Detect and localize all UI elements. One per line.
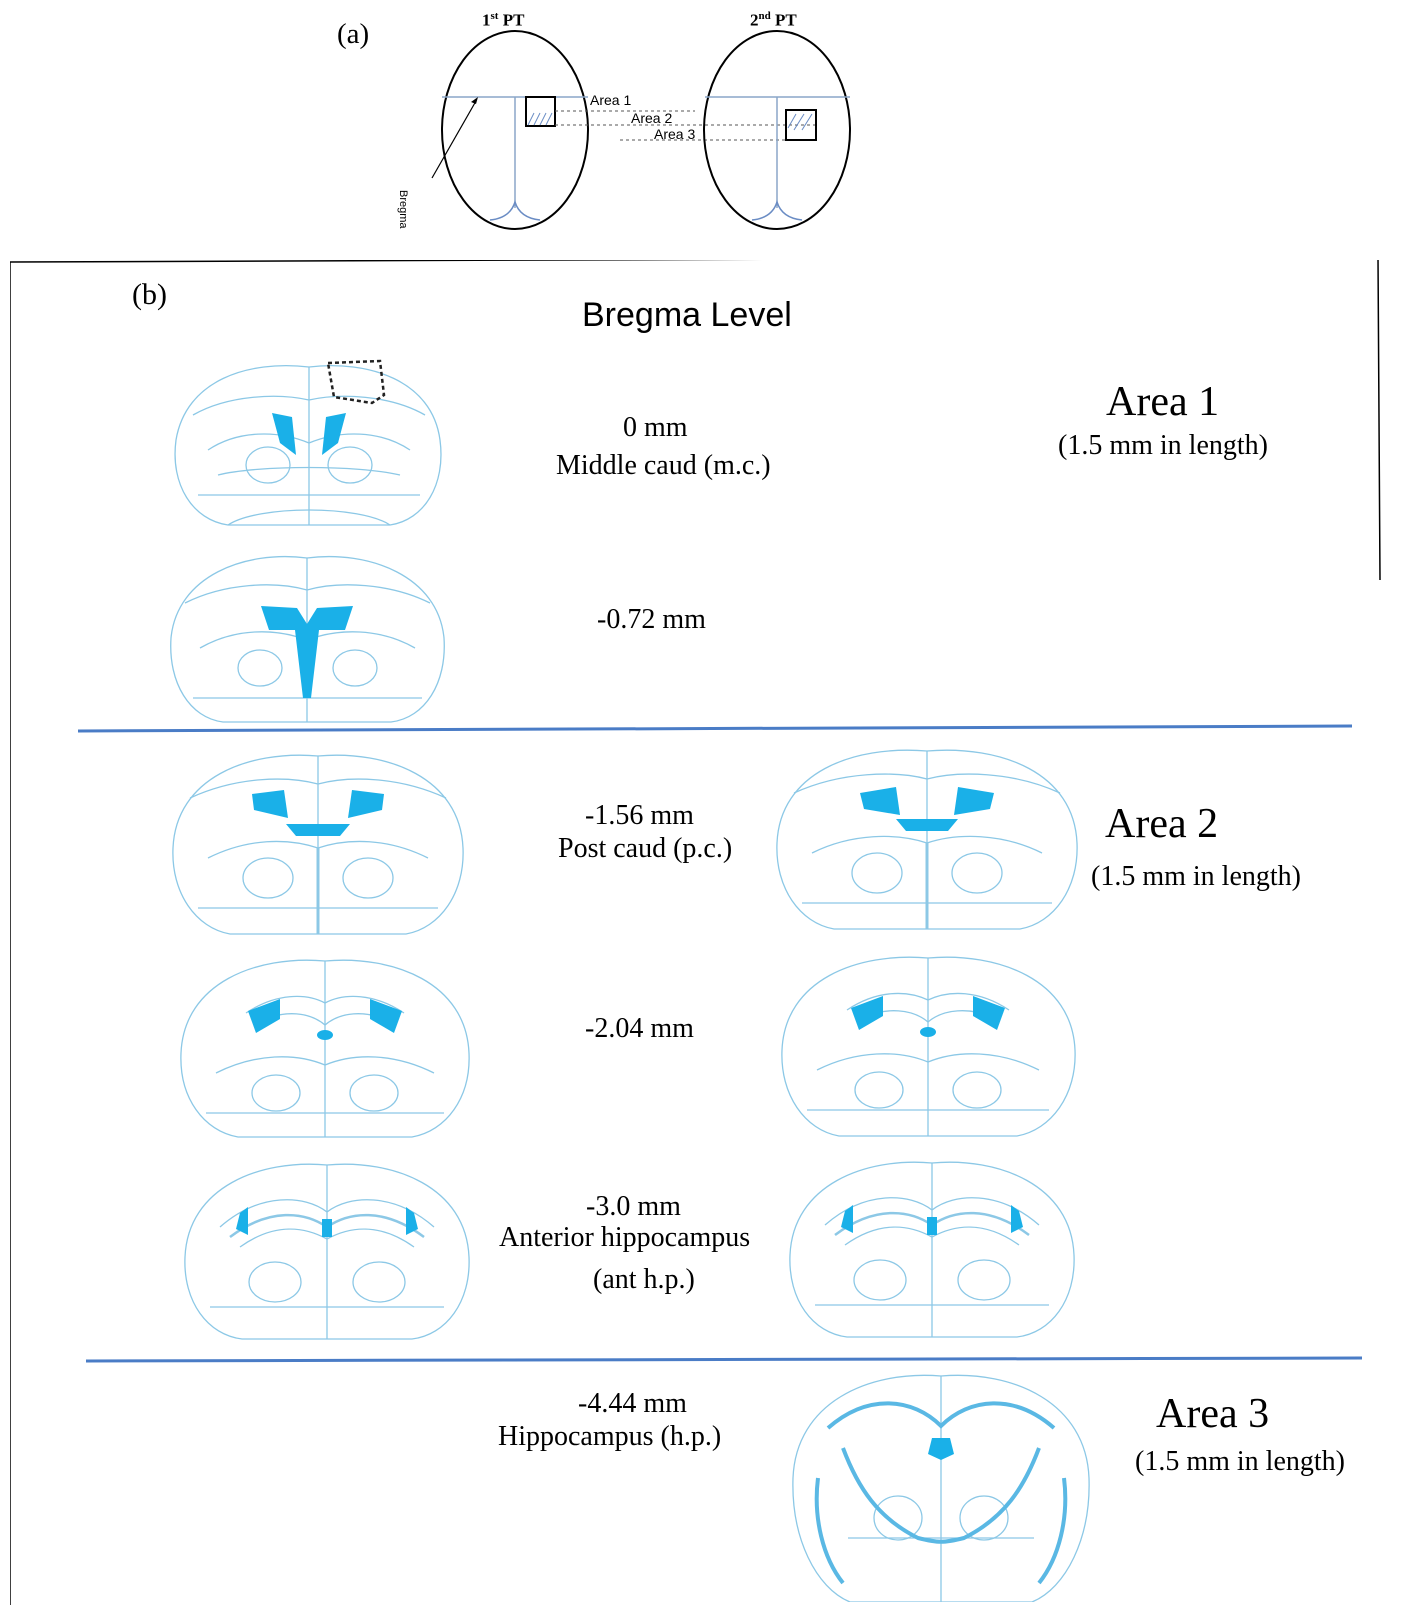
ventricle-mid-444mm — [928, 1438, 954, 1460]
divider-area1-area2 — [78, 726, 1352, 731]
brain-section-neg1-56mm-left — [168, 748, 468, 940]
brain-section-neg2-04mm-left — [176, 953, 474, 1143]
ventricle-right-204mm-r — [973, 996, 1005, 1030]
ventricle-right-156mm — [348, 790, 384, 818]
brain-section-neg3-0mm-left — [180, 1157, 474, 1345]
ventricle-mid-204mm — [317, 1030, 333, 1040]
ventricle-left-156mm — [252, 790, 288, 818]
brain-section-neg2-04mm-right — [777, 950, 1080, 1142]
brain-section-0mm — [168, 355, 450, 533]
ventricle-left-156mm-r — [860, 787, 900, 815]
level-2-name: Post caud (p.c.) — [558, 833, 732, 865]
level-3-mm: -2.04 mm — [585, 1013, 694, 1045]
brain-section-neg1-56mm-right — [772, 743, 1082, 935]
ventricle-left-204mm-r — [851, 996, 883, 1030]
area-1-length: (1.5 mm in length) — [1058, 430, 1268, 462]
area-3-title: Area 3 — [1156, 1390, 1269, 1438]
area-2-title: Area 2 — [1105, 800, 1218, 848]
level-2-mm: -1.56 mm — [585, 800, 694, 832]
area-2-length: (1.5 mm in length) — [1091, 861, 1301, 893]
level-1-mm: -0.72 mm — [597, 604, 706, 636]
ventricle-right-204mm — [370, 999, 402, 1033]
brain-section-neg0-72mm — [165, 548, 450, 726]
level-4-mm: -3.0 mm — [586, 1191, 681, 1223]
level-0-mm: 0 mm — [623, 412, 688, 444]
level-0-name: Middle caud (m.c.) — [556, 450, 771, 482]
ventricle-mid-30mm — [322, 1219, 332, 1237]
area-1-title: Area 1 — [1106, 378, 1219, 426]
brain-section-neg3-0mm-right — [785, 1155, 1080, 1343]
level-5-name: Hippocampus (h.p.) — [498, 1421, 721, 1453]
level-4-name: Anterior hippocampus — [499, 1222, 750, 1254]
ventricle-right-156mm-r — [954, 787, 994, 815]
ventricle-mid-156mm — [286, 824, 350, 836]
ventricle-left-204mm — [248, 999, 280, 1033]
level-4-name2: (ant h.p.) — [593, 1264, 695, 1296]
brain-section-neg4-44mm — [788, 1368, 1094, 1602]
ventricle-mid-30mm-r — [927, 1217, 937, 1235]
ventricle-mid-204mm-r — [920, 1027, 936, 1037]
area-3-length: (1.5 mm in length) — [1135, 1446, 1345, 1478]
divider-area2-area3 — [86, 1358, 1362, 1361]
level-5-mm: -4.44 mm — [578, 1388, 687, 1420]
ventricle-mid-156mm-r — [896, 819, 958, 831]
